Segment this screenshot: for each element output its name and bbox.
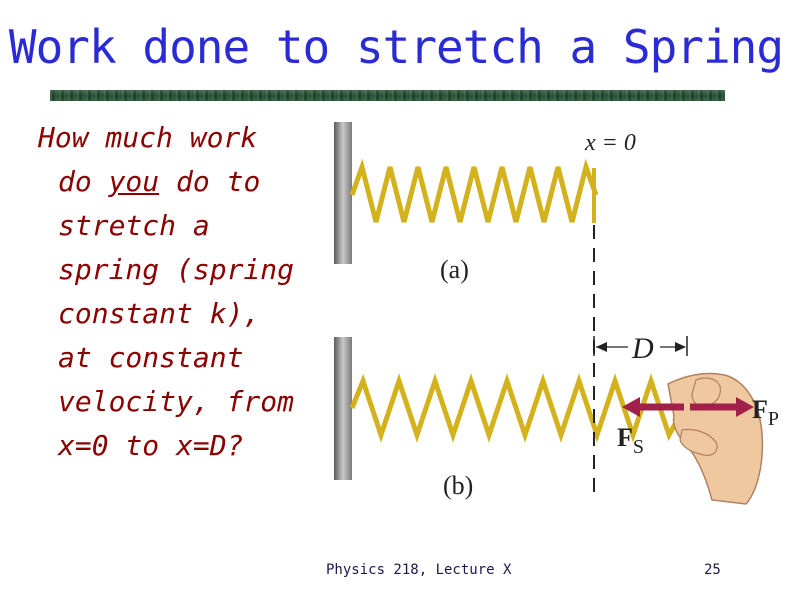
question-line-2-pre: do (58, 165, 109, 198)
question-line-5: constant k), (58, 297, 261, 330)
slide-number: 25 (704, 562, 721, 578)
fp-arrowhead (736, 397, 754, 417)
title-divider (50, 90, 725, 101)
finger-shape (679, 428, 718, 456)
hand-illustration (667, 372, 764, 505)
fs-label: FS (617, 423, 644, 458)
question-line-8: x=0 to x=D? (58, 429, 244, 462)
question-line-3: stretch a (58, 209, 210, 242)
d-label: D (631, 332, 654, 365)
question-line-4: spring (spring (58, 253, 295, 286)
question-line-6: at constant (58, 341, 244, 374)
fs-arrowhead (622, 397, 640, 417)
question-line-2: do you do to (38, 160, 328, 204)
fs-label-sub: S (633, 436, 644, 458)
force-arrows (622, 397, 754, 417)
fp-label-main: F (752, 395, 768, 424)
fs-label-main: F (617, 423, 633, 452)
slide-title: Work done to stretch a Spring (8, 20, 784, 74)
wall-a (334, 122, 352, 264)
question-line-7: velocity, from (58, 385, 295, 418)
fp-label: FP (752, 395, 779, 430)
question-line-2-post: do to (159, 165, 261, 198)
question-line-1: How much work (38, 121, 258, 154)
question-text: How much work do you do to stretch a spr… (38, 116, 328, 468)
emphasis-you: you (108, 165, 160, 198)
thumb-shape (691, 377, 721, 407)
d-arrowhead-left (596, 342, 607, 352)
spring-a (349, 158, 599, 223)
d-arrowhead-right (675, 342, 686, 352)
label-b: (b) (443, 471, 473, 500)
x-zero-label: x = 0 (584, 130, 636, 156)
label-a: (a) (440, 255, 469, 284)
wall-b (334, 337, 352, 480)
footer-lecture: Physics 218, Lecture X (326, 562, 512, 578)
spring-b (349, 373, 687, 443)
fp-label-sub: P (768, 408, 779, 430)
